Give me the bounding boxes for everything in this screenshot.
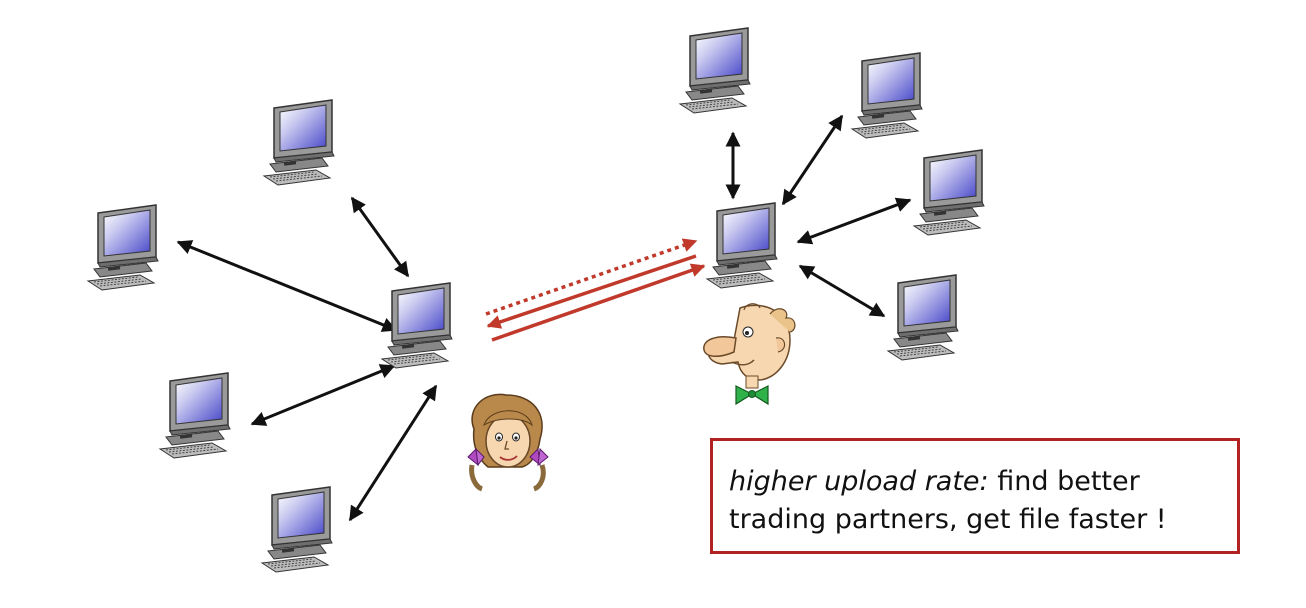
link-right-lower bbox=[798, 264, 886, 318]
link-left-lower bbox=[250, 364, 396, 426]
computer-icon bbox=[887, 274, 959, 361]
exchange-arrow-to-left bbox=[486, 254, 697, 329]
caption-line-2: trading partners, get file faster ! bbox=[729, 504, 1167, 535]
computer-icon bbox=[263, 99, 335, 186]
caption-line-1: higher upload rate: find better bbox=[729, 463, 1237, 501]
caption-line-1-rest: find better bbox=[988, 466, 1140, 497]
computer-icon bbox=[87, 204, 159, 291]
peer-links bbox=[176, 114, 912, 522]
computer-icon bbox=[261, 486, 333, 573]
link-left-bottom bbox=[348, 384, 438, 522]
computer-icon bbox=[679, 27, 751, 114]
computer-icon bbox=[851, 52, 923, 139]
exchange-arrow-to-right bbox=[491, 263, 706, 342]
computer-icon bbox=[706, 202, 778, 289]
computer-icon bbox=[913, 149, 985, 236]
computer-icon bbox=[381, 282, 453, 369]
exchange-dotted-arrow bbox=[485, 238, 698, 316]
caption-emphasis: higher upload rate: bbox=[729, 466, 989, 497]
link-right-upper bbox=[781, 114, 844, 206]
caption-box: higher upload rate: find better trading … bbox=[710, 438, 1240, 554]
link-left-top bbox=[350, 196, 410, 278]
computer-icon bbox=[159, 372, 231, 459]
link-left-far bbox=[176, 240, 398, 332]
exchange-arrows bbox=[485, 238, 706, 342]
link-right-mid bbox=[796, 197, 912, 245]
alice-cartoon-icon bbox=[467, 393, 549, 492]
bob-cartoon-icon bbox=[703, 303, 796, 406]
